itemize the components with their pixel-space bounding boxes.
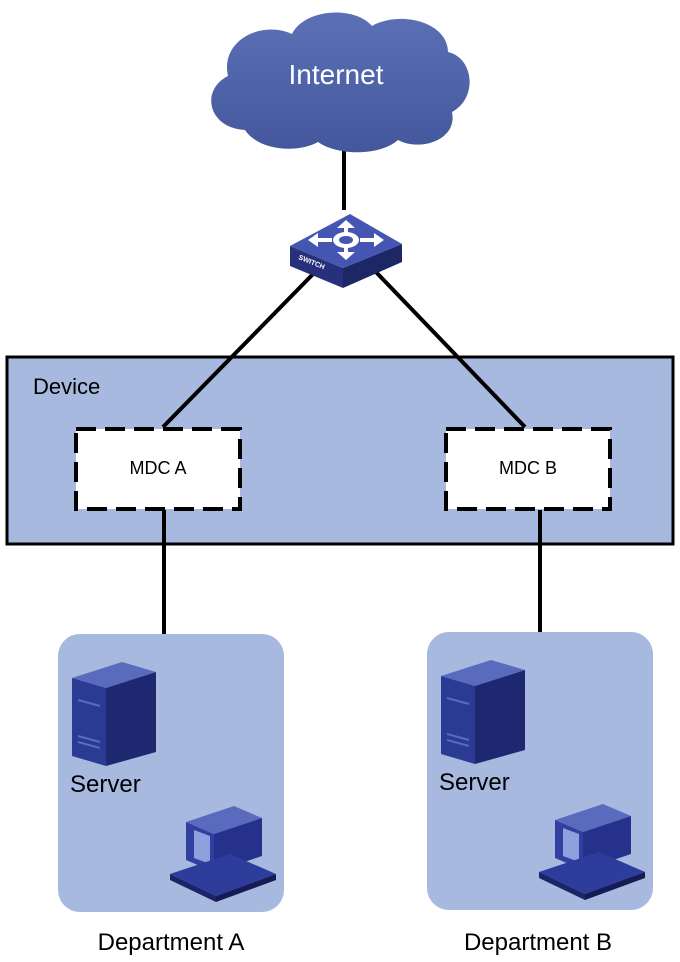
- link-switch-mdc-a: [161, 268, 319, 429]
- links: [161, 148, 542, 634]
- server-icon: [441, 660, 525, 764]
- internet-label: Internet: [289, 59, 384, 90]
- department-a-caption: Department A: [98, 929, 245, 956]
- computer-icon: [170, 806, 276, 902]
- server-label: Server: [70, 771, 141, 798]
- link-switch-mdc-b: [372, 268, 527, 429]
- internet-cloud-icon: Internet: [211, 12, 470, 153]
- server-label: Server: [439, 769, 510, 796]
- mdc-b-label: MDC B: [499, 458, 557, 478]
- mdc-a-label: MDC A: [129, 458, 186, 478]
- department-b-caption: Department B: [464, 929, 612, 956]
- mdc-b-box: [444, 427, 612, 511]
- device-label: Device: [33, 374, 100, 399]
- server-icon: [72, 662, 156, 766]
- mdc-a-box: [74, 427, 242, 511]
- computer-icon: [539, 804, 645, 900]
- switch-icon: SWITCH: [290, 214, 402, 288]
